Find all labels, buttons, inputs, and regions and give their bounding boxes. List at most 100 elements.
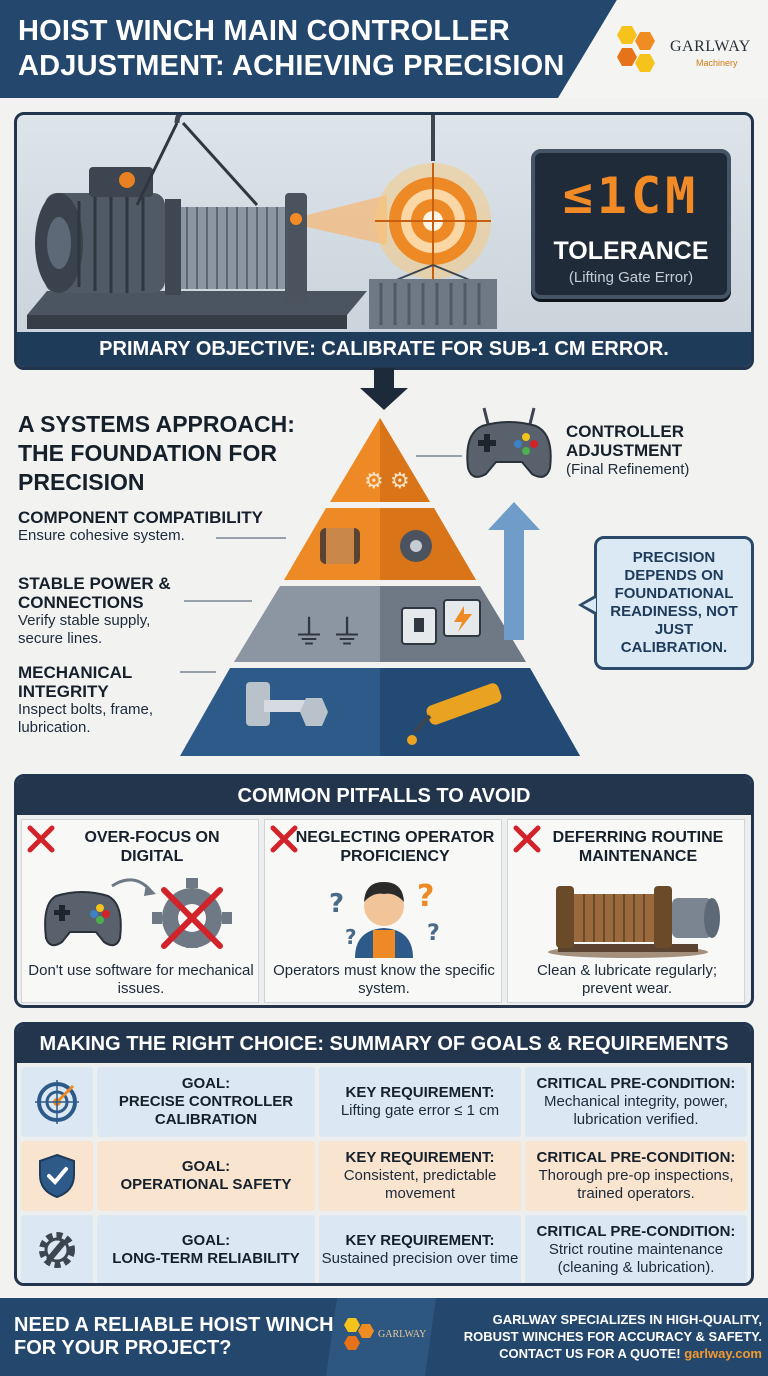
rusty-winch-icon [548,886,720,958]
footer-question: NEED A RELIABLE HOIST WINCH FOR YOUR PRO… [14,1314,334,1359]
summary-precondition-cell: CRITICAL PRE-CONDITION: Mechanical integ… [525,1067,747,1137]
red-x-icon [27,825,55,853]
summary-requirement-cell: KEY REQUIREMENT: Consistent, predictable… [319,1141,521,1211]
level-stable-power: STABLE POWER & CONNECTIONS Verify stable… [18,574,188,648]
pitfall-desc: Operators must know the specific system. [273,962,495,997]
logo-sub: Machinery [696,58,738,68]
tolerance-label: TOLERANCE [553,237,709,265]
requirement-value: Lifting gate error ≤ 1 cm [340,1102,500,1119]
precondition-value: Thorough pre-op inspections, trained ope… [538,1167,734,1202]
arrow-up-icon [488,502,540,640]
hexagon-logo-icon [344,1318,374,1350]
primary-objective: PRIMARY OBJECTIVE: CALIBRATE FOR SUB-1 C… [17,332,751,367]
goal-value: PRECISE CONTROLLER CALIBRATION [118,1093,294,1128]
pitfall-desc: Don't use software for mechanical issues… [28,962,254,997]
goal-value: OPERATIONAL SAFETY [120,1176,292,1193]
brand-logo[interactable]: GARLWAY Machinery [608,22,758,78]
nut-icon [300,698,328,726]
requirement-value: Sustained precision over time [321,1250,519,1267]
precondition-value: Strict routine maintenance (cleaning & l… [548,1241,724,1276]
level-component-compatibility: COMPONENT COMPATIBILITY Ensure cohesive … [18,508,298,545]
svg-text:?: ? [417,879,434,914]
controller-adjustment-desc: (Final Refinement) [566,461,690,478]
container-icon [369,279,497,329]
precondition-label: CRITICAL PRE-CONDITION: [536,1149,736,1166]
level-desc: Verify stable supply, secure lines. [18,612,151,647]
goal-value: LONG-TERM RELIABILITY [112,1250,300,1267]
level-desc: Inspect bolts, frame, lubrication. [18,701,154,736]
page-title: HOIST WINCH MAIN CONTROLLER ADJUSTMENT: … [18,15,565,82]
confused-operator-icon: ? ? ? ? [329,879,440,958]
requirement-label: KEY REQUIREMENT: [345,1149,495,1166]
pitfall-title: OVER-FOCUS ON DIGITAL [84,829,220,865]
gear-icon: ⚙ [364,469,384,494]
summary-icon-cell [21,1141,93,1211]
summary-row: GOAL: PRECISE CONTROLLER CALIBRATION KEY… [21,1067,747,1137]
pitfall-maintenance: DEFERRING ROUTINE MAINTENANCE Clean & lu… [507,819,745,1003]
tolerance-display: ≤1CM TOLERANCE (Lifting Gate Error) [531,149,731,299]
pitfalls-panel: COMMON PITFALLS TO AVOID OVER-FOCUS ON D… [14,774,754,1008]
pitfall-desc: Clean & lubricate regularly; prevent wea… [536,962,718,997]
svg-text:?: ? [329,889,344,919]
pitfall-title: NEGLECTING OPERATOR PROFICIENCY [295,829,495,865]
red-x-icon [513,825,541,853]
level-mechanical-integrity: MECHANICAL INTEGRITY Inspect bolts, fram… [18,663,168,737]
summary-row: GOAL: OPERATIONAL SAFETY KEY REQUIREMENT… [21,1141,747,1211]
goal-label: GOAL: [181,1232,231,1249]
hexagon-logo-icon [617,26,655,72]
tolerance-sub: (Lifting Gate Error) [568,269,694,286]
precision-callout: PRECISION DEPENDS ON FOUNDATIONAL READIN… [594,536,754,670]
summary-title: MAKING THE RIGHT CHOICE: SUMMARY OF GOAL… [17,1025,751,1063]
summary-row: GOAL: LONG-TERM RELIABILITY KEY REQUIREM… [21,1215,747,1283]
target-icon [35,1080,79,1124]
pitfall-title: DEFERRING ROUTINE MAINTENANCE [552,829,724,865]
requirement-label: KEY REQUIREMENT: [345,1232,495,1249]
level-title: STABLE POWER & CONNECTIONS [18,574,171,612]
winch-base-icon [27,291,367,315]
svg-text:?: ? [345,925,357,949]
summary-goal-cell: GOAL: LONG-TERM RELIABILITY [97,1215,315,1283]
footer-banner: NEED A RELIABLE HOIST WINCH FOR YOUR PRO… [0,1298,768,1376]
level-title: COMPONENT COMPATIBILITY [18,508,263,527]
precondition-label: CRITICAL PRE-CONDITION: [536,1075,736,1092]
shield-check-icon [39,1153,75,1199]
arrow-down-icon [360,368,408,410]
summary-icon-cell [21,1215,93,1283]
precondition-value: Mechanical integrity, power, lubrication… [544,1093,728,1128]
summary-requirement-cell: KEY REQUIREMENT: Sustained precision ove… [319,1215,521,1283]
power-plug-icon: ⏚ [330,613,364,653]
gear-wrench-icon [39,1232,75,1268]
gear-icon: ⚙ [390,469,410,494]
controller-adjustment-title: CONTROLLER ADJUSTMENT [566,422,685,460]
pitfalls-title: COMMON PITFALLS TO AVOID [17,777,751,815]
tolerance-value: ≤1CM [562,167,700,225]
footer-cta-contact: CONTACT US FOR A QUOTE! [499,1346,681,1361]
winch-target-illustration [27,115,497,329]
footer-cta: GARLWAY SPECIALIZES IN HIGH-QUALITY, ROB… [440,1311,762,1362]
pitfall-operator: NEGLECTING OPERATOR PROFICIENCY ? ? ? ? … [264,819,502,1003]
bolt-icon [246,682,270,726]
red-x-icon [270,825,298,853]
gamepad-gear-icon [44,878,232,949]
requirement-label: KEY REQUIREMENT: [345,1084,495,1101]
footer-logo[interactable]: GARLWAY [340,1316,436,1356]
footer-url-link[interactable]: garlway.com [684,1346,762,1361]
grease-gun-icon [426,683,502,725]
summary-goal-cell: GOAL: PRECISE CONTROLLER CALIBRATION [97,1067,315,1137]
level-desc: Ensure cohesive system. [18,527,185,544]
logo-name: GARLWAY [670,38,751,55]
header-banner: HOIST WINCH MAIN CONTROLLER ADJUSTMENT: … [0,0,768,98]
summary-goal-cell: GOAL: OPERATIONAL SAFETY [97,1141,315,1211]
foundation-pyramid: ⚙ ⚙ ⏚ ⏚ [180,418,580,756]
summary-precondition-cell: CRITICAL PRE-CONDITION: Thorough pre-op … [525,1141,747,1211]
pitfall-digital: OVER-FOCUS ON DIGITAL Don't use software… [21,819,259,1003]
callout-pointer-fill [583,598,596,612]
footer-cta-text: GARLWAY SPECIALIZES IN HIGH-QUALITY, ROB… [463,1312,762,1344]
svg-text:?: ? [427,921,440,946]
summary-icon-cell [21,1067,93,1137]
goal-label: GOAL: [181,1075,231,1092]
requirement-value: Consistent, predictable movement [343,1167,497,1202]
power-plug-icon: ⏚ [292,613,326,653]
hero-panel: ≤1CM TOLERANCE (Lifting Gate Error) PRIM… [14,112,754,370]
footer-logo-name: GARLWAY [378,1329,427,1340]
